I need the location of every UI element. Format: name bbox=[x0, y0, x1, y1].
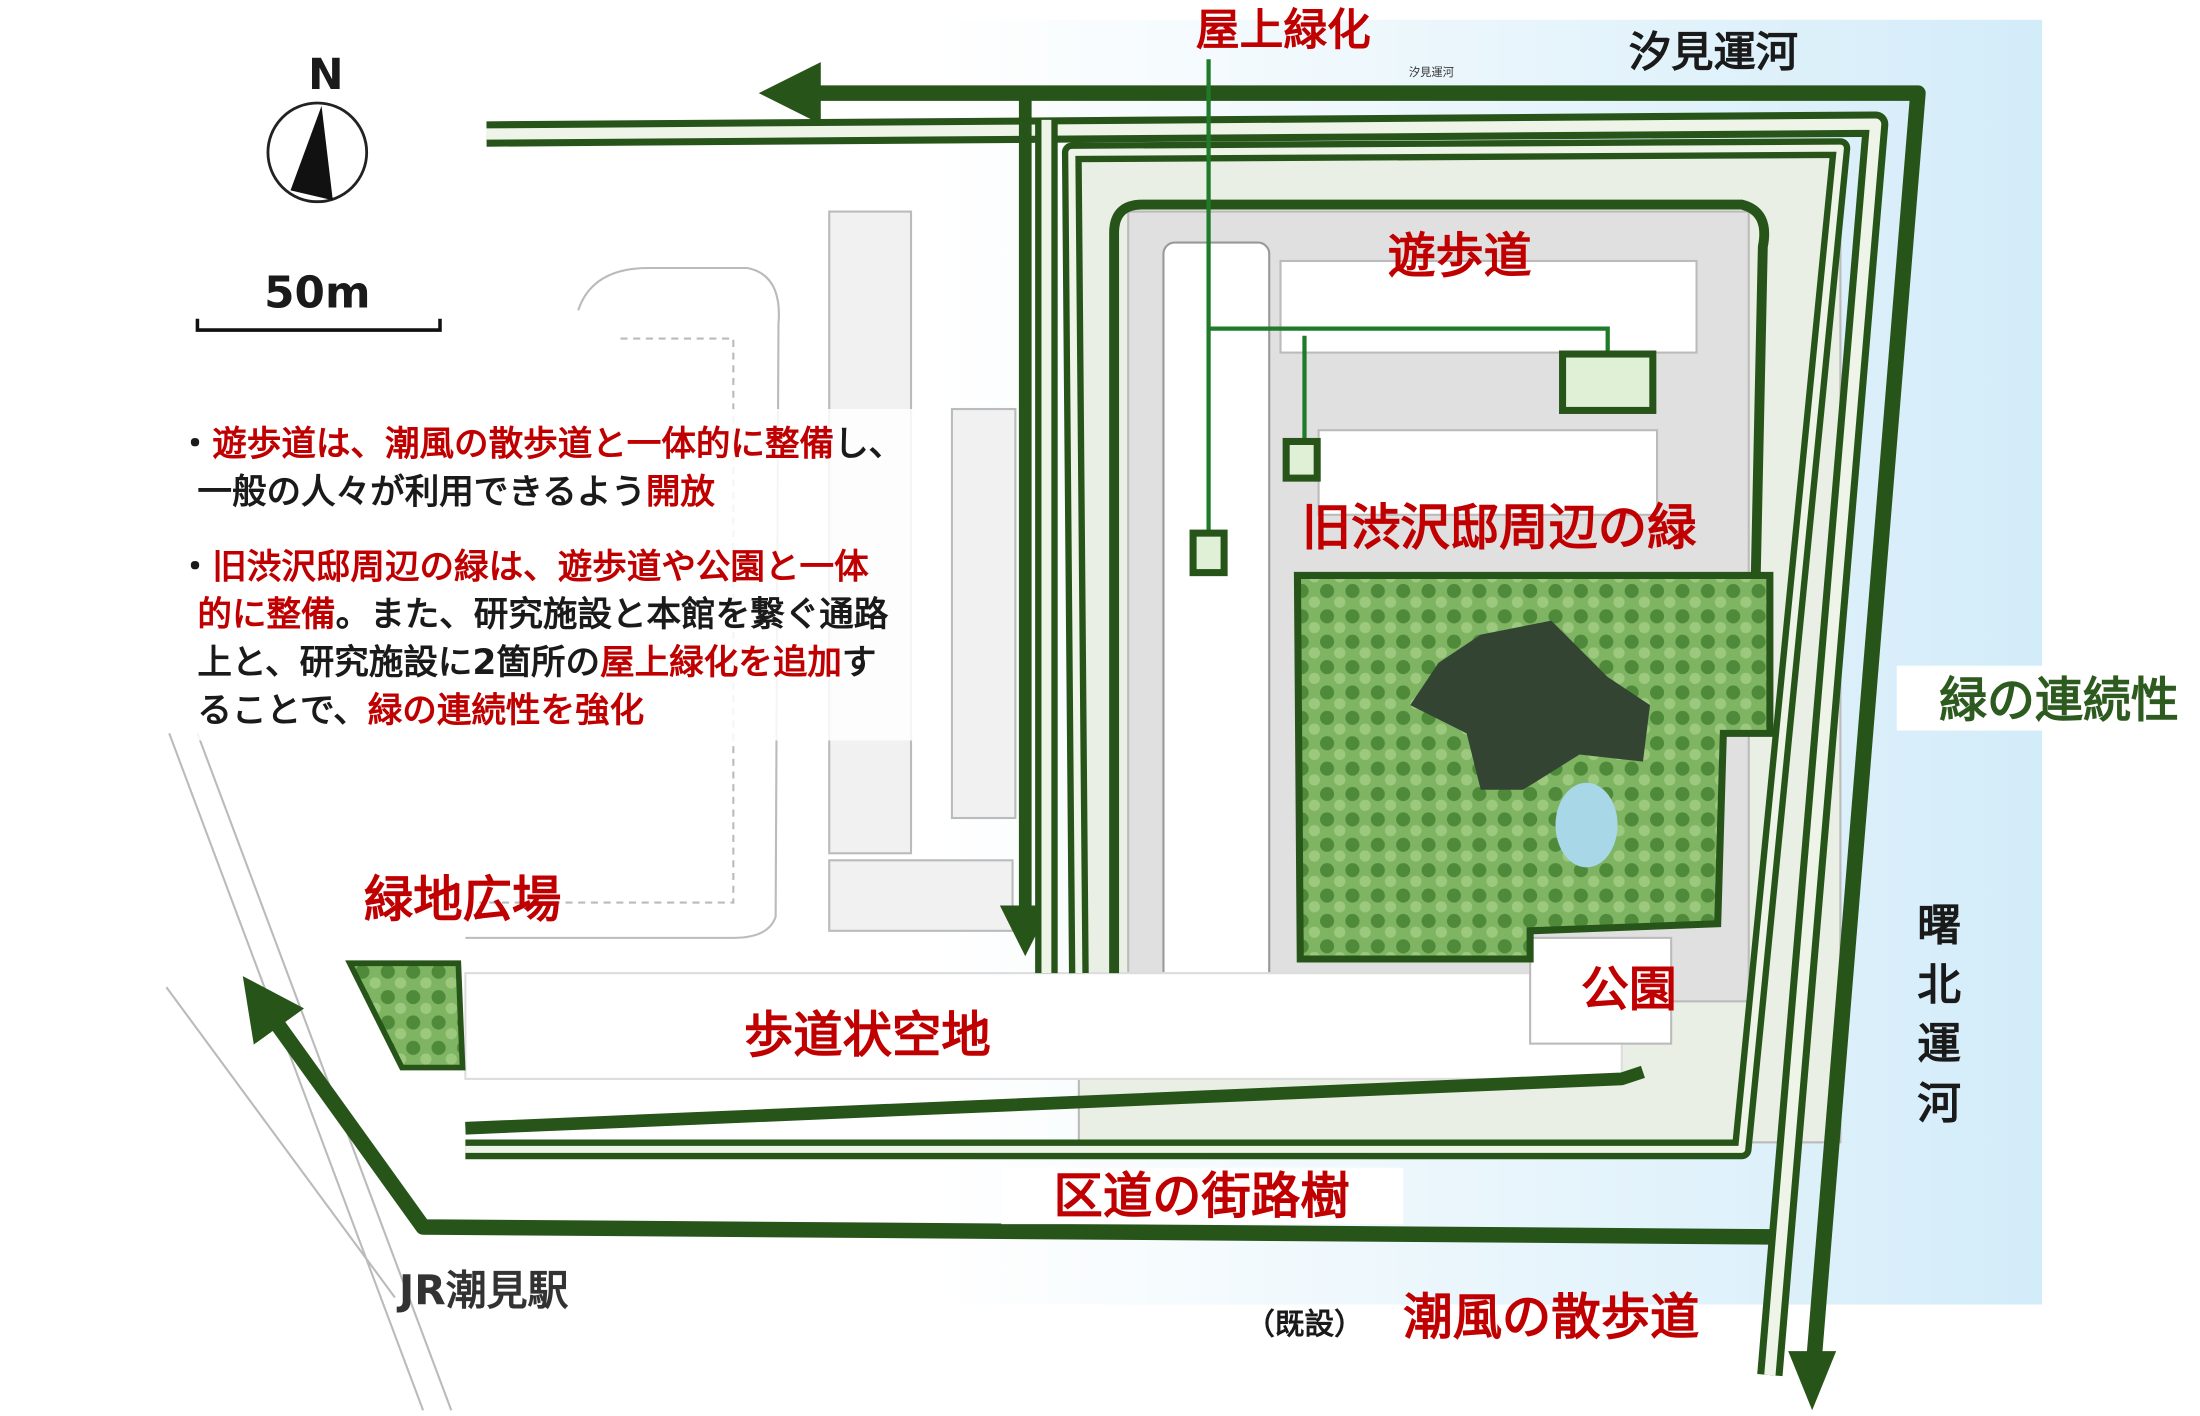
svg-text:運: 運 bbox=[1917, 1019, 1961, 1070]
rooftop-green-spot bbox=[1189, 529, 1228, 577]
label-green-continuity: 緑の連続性 bbox=[1939, 673, 2179, 728]
rooftop-green-spot bbox=[1559, 350, 1657, 414]
scale-bar bbox=[195, 318, 442, 332]
bullet-1-line-1: ・遊歩道は、潮風の散歩道と一体的に整備し、 bbox=[178, 425, 903, 465]
garden-pond bbox=[1555, 782, 1618, 868]
label-shiomi-canal: 汐見運河 bbox=[1629, 27, 1798, 76]
green-plaza-area bbox=[345, 960, 466, 1071]
label-jr-station: JR潮見駅 bbox=[396, 1267, 568, 1315]
street-trees-arrow bbox=[242, 976, 1770, 1245]
green-continuity-bg bbox=[1896, 665, 2200, 731]
svg-text:河: 河 bbox=[1917, 1078, 1961, 1129]
label-rooftop-green: 屋上緑化 bbox=[1196, 5, 1371, 56]
sidewalk-space-band bbox=[465, 1065, 1645, 1135]
map-labels: 屋上緑化 汐見運河 遊歩道 旧渋沢邸周辺の緑 緑の連続性 曙 北 運 河 公園 … bbox=[364, 5, 2200, 1346]
bullet-background bbox=[176, 409, 938, 741]
label-promenade: 遊歩道 bbox=[1388, 229, 1532, 284]
bullet-2-line-3: 上と、研究施設に2箇所の屋上緑化を追加す bbox=[197, 643, 876, 683]
north-label: N bbox=[308, 50, 343, 99]
label-existing: （既設） bbox=[1245, 1307, 1363, 1341]
bullet-2-line-4: ることで、緑の連続性を強化 bbox=[197, 691, 644, 731]
street-trees-label-bg bbox=[1001, 1167, 1404, 1225]
label-akebono-canal: 曙 北 運 河 bbox=[1917, 901, 1961, 1130]
bullet-2-line-2: 的に整備。また、研究施設と本館を繋ぐ通路 bbox=[197, 595, 888, 635]
description-bullets: ・遊歩道は、潮風の散歩道と一体的に整備し、 一般の人々が利用できるよう開放 ・旧… bbox=[178, 425, 903, 732]
green-network-paths bbox=[242, 62, 1926, 1411]
shibusawa-residence-building bbox=[1410, 620, 1650, 790]
base-site-drawing bbox=[165, 154, 1842, 1411]
rooftop-green-spot bbox=[1282, 437, 1321, 482]
label-sidewalk-space: 歩道状空地 bbox=[744, 1006, 991, 1064]
label-sea-breeze-walk: 潮風の散歩道 bbox=[1403, 1288, 1699, 1346]
bullet-2-line-1: ・旧渋沢邸周辺の緑は、遊歩道や公園と一体 bbox=[178, 547, 869, 587]
label-shibusawa-green: 旧渋沢邸周辺の緑 bbox=[1302, 498, 1697, 556]
svg-text:曙: 曙 bbox=[1917, 901, 1961, 952]
svg-text:北: 北 bbox=[1917, 960, 1961, 1011]
label-green-plaza: 緑地広場 bbox=[364, 871, 561, 929]
promenade-inner-loop bbox=[1109, 199, 1770, 974]
label-park: 公園 bbox=[1581, 963, 1677, 1018]
north-compass-icon: N bbox=[266, 50, 369, 204]
outer-green-arrow bbox=[758, 62, 1926, 1383]
canal-map-label-small: 汐見運河 bbox=[1409, 65, 1454, 79]
bullet-1-line-2: 一般の人々が利用できるよう開放 bbox=[197, 473, 715, 513]
outer-arrow-tip-down bbox=[1788, 1351, 1837, 1411]
scale-label: 50m bbox=[264, 267, 370, 318]
label-street-trees: 区道の街路樹 bbox=[1053, 1167, 1349, 1225]
rooftop-green-connectors bbox=[1206, 59, 1610, 536]
